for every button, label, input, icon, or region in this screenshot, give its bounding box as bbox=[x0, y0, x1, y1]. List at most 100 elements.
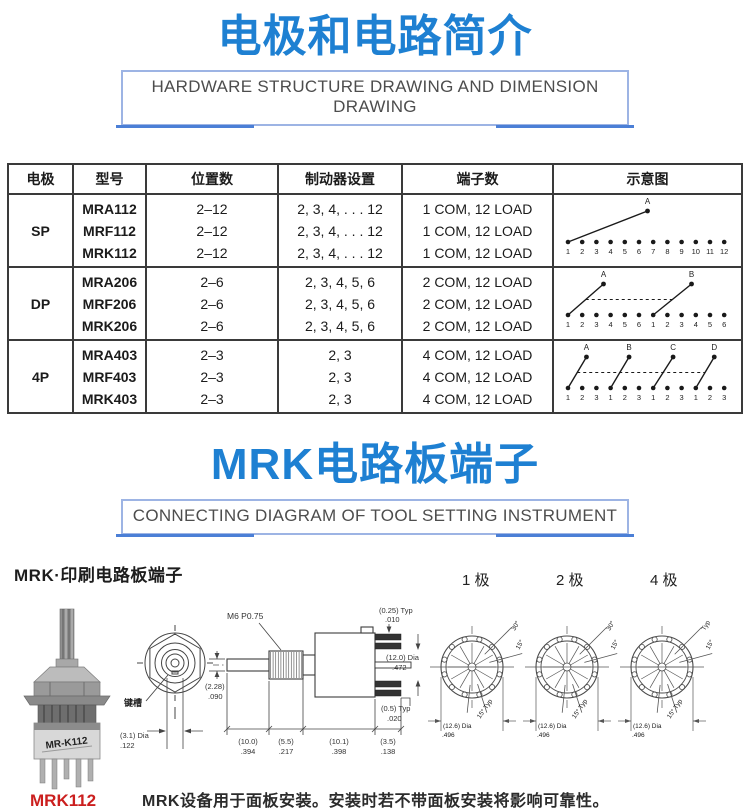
col-header: 位置数 bbox=[145, 163, 279, 196]
pole-cell: SP bbox=[7, 193, 74, 269]
switch-photo: MR-K112 bbox=[23, 608, 111, 789]
dot-label: 1 bbox=[566, 320, 570, 329]
dot-label: 2 bbox=[580, 393, 584, 402]
section2-subtitle-box: CONNECTING DIAGRAM OF TOOL SETTING INSTR… bbox=[116, 498, 634, 537]
side-view-drawing: M6 P0.75 (0.25) Typ .010 (12.0) Dia .472… bbox=[205, 606, 421, 756]
dot-label: 7 bbox=[651, 247, 655, 256]
bottom-view: 15°30°15° Typ(12.6) Dia.496 bbox=[523, 619, 621, 739]
terminal-label: B bbox=[626, 343, 631, 352]
dot-label: 1 bbox=[694, 393, 698, 402]
svg-text:(10.1): (10.1) bbox=[329, 737, 349, 746]
footer: MRK112 MRK设备用于面板安装。安装时若不带面板安装将影响可靠性。 bbox=[0, 787, 750, 811]
photo-washer bbox=[23, 695, 111, 705]
dot-label: 3 bbox=[594, 393, 598, 402]
dot-label: 6 bbox=[637, 247, 641, 256]
svg-text:.020: .020 bbox=[387, 714, 402, 723]
terminal-label: D bbox=[711, 343, 717, 352]
pole-cell: 4P bbox=[7, 339, 74, 415]
dot-label: 3 bbox=[680, 320, 684, 329]
front-view-drawing: 键槽 (3.1) Dia .122 bbox=[120, 624, 213, 750]
dot-label: 6 bbox=[637, 320, 641, 329]
section2-header: MRK电路板端子 CONNECTING DIAGRAM OF TOOL SETT… bbox=[0, 440, 750, 537]
svg-text:.398: .398 bbox=[332, 747, 347, 756]
svg-text:(3.5): (3.5) bbox=[380, 737, 396, 746]
table-header-row: 电极型号位置数制动器设置端子数示意图 bbox=[7, 163, 743, 196]
pole-label-2: 2 极 bbox=[556, 571, 584, 589]
dot-label: 1 bbox=[651, 320, 655, 329]
dot-label: 3 bbox=[594, 247, 598, 256]
angle-label: 30° bbox=[605, 619, 617, 632]
dot-label: 9 bbox=[680, 247, 684, 256]
col-header: 端子数 bbox=[401, 163, 554, 196]
svg-text:.217: .217 bbox=[279, 747, 294, 756]
dot-label: 1 bbox=[566, 393, 570, 402]
terminal-label: A bbox=[645, 197, 651, 206]
dot-label: 3 bbox=[722, 393, 726, 402]
pole-cell: DP bbox=[7, 266, 74, 342]
angle-typ-label: 15° Typ bbox=[665, 697, 684, 720]
dot-label: 5 bbox=[623, 247, 627, 256]
angle-label: 30° bbox=[510, 619, 522, 632]
front-dia-inch: .122 bbox=[120, 741, 135, 750]
dot-label: 2 bbox=[708, 393, 712, 402]
svg-text:.138: .138 bbox=[381, 747, 396, 756]
svg-text:.010: .010 bbox=[385, 615, 400, 624]
drawings-section: MRK·印刷电路板端子 1 极 2 极 4 极 MR-K112 bbox=[0, 557, 750, 789]
side-body bbox=[314, 631, 376, 698]
photo-pin bbox=[39, 758, 46, 783]
dia-inch-label: .496 bbox=[537, 732, 550, 739]
footer-note: MRK设备用于面板安装。安装时若不带面板安装将影响可靠性。 bbox=[142, 792, 609, 810]
footer-model: MRK112 bbox=[30, 790, 97, 810]
dot-label: 8 bbox=[665, 247, 669, 256]
side-shaft bbox=[226, 657, 270, 672]
dot-label: 4 bbox=[609, 247, 613, 256]
dot-label: 11 bbox=[706, 247, 714, 256]
angle-label: 15° bbox=[609, 638, 621, 651]
terminal-label: A bbox=[584, 343, 590, 352]
dot-label: 4 bbox=[694, 320, 698, 329]
bot-typ-label: (0.5) Typ bbox=[381, 704, 410, 713]
angle-label: 15° bbox=[704, 638, 716, 651]
pole-label-4: 4 极 bbox=[650, 571, 678, 589]
dot-label: 5 bbox=[623, 320, 627, 329]
terminal-label: A bbox=[601, 270, 607, 279]
dia-label: (12.0) Dia bbox=[386, 653, 420, 662]
dot-label: 2 bbox=[623, 393, 627, 402]
keyway-leader bbox=[145, 674, 169, 701]
dot-label: 3 bbox=[637, 393, 641, 402]
dot-label: 5 bbox=[708, 320, 712, 329]
dot-label: 10 bbox=[692, 247, 700, 256]
svg-text:.090: .090 bbox=[208, 692, 223, 701]
keyway-notch bbox=[171, 670, 179, 675]
dia-inch-label: .496 bbox=[442, 732, 455, 739]
dot-label: 12 bbox=[720, 247, 728, 256]
section1-header: 电极和电路简介 HARDWARE STRUCTURE DRAWING AND D… bbox=[0, 0, 750, 129]
svg-text:(5.5): (5.5) bbox=[278, 737, 294, 746]
pole-label-1: 1 极 bbox=[462, 571, 490, 589]
dot-label: 1 bbox=[566, 247, 570, 256]
front-dia-label: (3.1) Dia bbox=[120, 731, 150, 740]
dot-label: 2 bbox=[665, 393, 669, 402]
section1-subtitle: HARDWARE STRUCTURE DRAWING AND DIMENSION… bbox=[151, 77, 599, 117]
thread-label: M6 P0.75 bbox=[227, 611, 264, 621]
col-header: 电极 bbox=[7, 163, 74, 196]
dot-label: 1 bbox=[609, 393, 613, 402]
